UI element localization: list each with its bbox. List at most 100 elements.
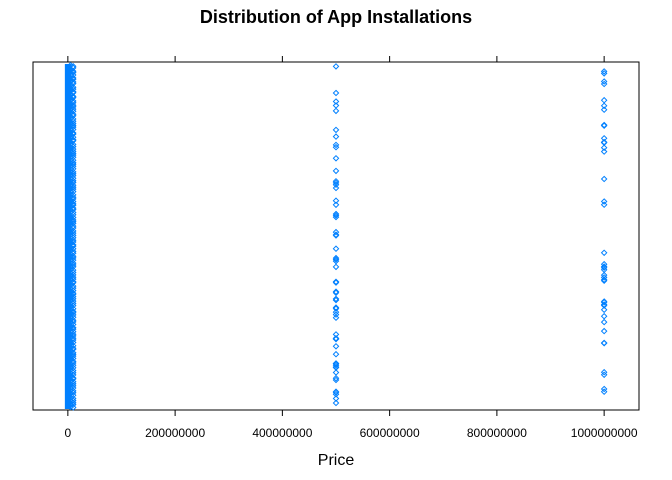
data-point [600,260,608,268]
data-point [332,350,340,358]
data-point [600,78,608,85]
data-point [69,334,77,342]
data-point [69,278,77,286]
data-point [69,198,77,205]
data-point [69,316,77,324]
data-point [332,201,340,209]
data-point [69,380,77,388]
data-point [69,271,77,279]
data-point [332,89,340,97]
data-point [332,231,340,239]
x-tick-label: 800000000 [467,426,527,440]
data-point [69,227,77,235]
data-point [69,122,77,129]
data-point [69,259,77,267]
data-point [332,210,340,218]
x-tick-label: 400000000 [252,426,312,440]
data-point [332,213,340,221]
data-point [332,314,340,322]
data-point [67,340,74,348]
data-point [332,177,340,185]
data-point [332,360,340,368]
data-point [600,368,608,376]
data-point [600,134,608,142]
data-point [69,159,77,167]
data-point [332,141,340,149]
data-point [600,148,608,155]
data-point [69,371,77,379]
data-point [69,404,77,411]
data-point [69,328,77,336]
data-point [69,238,77,246]
data-point [69,193,77,201]
data-point [332,98,340,105]
data-point [332,63,340,70]
x-tick-label: 0 [65,426,72,440]
data-point [67,356,74,363]
data-point [332,184,340,192]
data-point [600,312,608,320]
data-point [67,309,74,317]
x-tick-label: 600000000 [360,426,420,440]
data-point [600,306,608,314]
plot-frame [32,61,640,411]
data-point [69,324,77,331]
data-point [69,174,77,182]
data-point [69,401,77,408]
data-point [332,361,340,369]
data-point [332,369,340,376]
data-point [600,249,608,257]
data-point [600,277,608,285]
data-point [600,339,608,347]
data-point [332,311,340,318]
data-point [600,198,608,205]
data-point [332,167,340,175]
data-point [332,279,340,286]
data-point [69,201,77,209]
data-point [69,378,77,386]
data-point [69,129,77,137]
data-point [69,332,77,340]
data-point [69,397,77,404]
data-point [69,367,77,374]
data-point [69,99,77,107]
data-point [332,376,340,384]
data-point [332,399,340,407]
data-point [332,288,340,296]
data-point [69,234,77,242]
data-point [332,263,340,271]
data-point [600,371,608,379]
data-point [600,318,608,326]
data-point [332,295,340,303]
x-axis-title: Price [318,452,355,469]
data-point [332,228,340,236]
data-point [600,302,608,309]
data-point [67,94,74,101]
data-point [332,388,340,396]
data-point [600,68,608,75]
data-point [600,96,608,104]
data-point [600,175,608,183]
data-point [69,75,77,83]
data-point [69,395,77,402]
data-point [69,168,77,176]
data-point [69,305,77,313]
data-point [600,102,608,110]
data-point [600,298,608,306]
data-point [69,67,77,75]
data-point [69,287,77,294]
data-point [332,304,340,311]
data-point [332,289,340,297]
chart-title: Distribution of App Installations [200,7,472,27]
data-point [69,101,77,109]
data-point [600,144,608,152]
data-point [600,274,608,281]
data-point [332,245,340,253]
data-point [69,71,77,79]
data-point [69,241,77,249]
x-tick-label: 200000000 [145,426,205,440]
data-point [332,278,340,286]
data-point [332,126,340,134]
data-point [600,327,608,335]
